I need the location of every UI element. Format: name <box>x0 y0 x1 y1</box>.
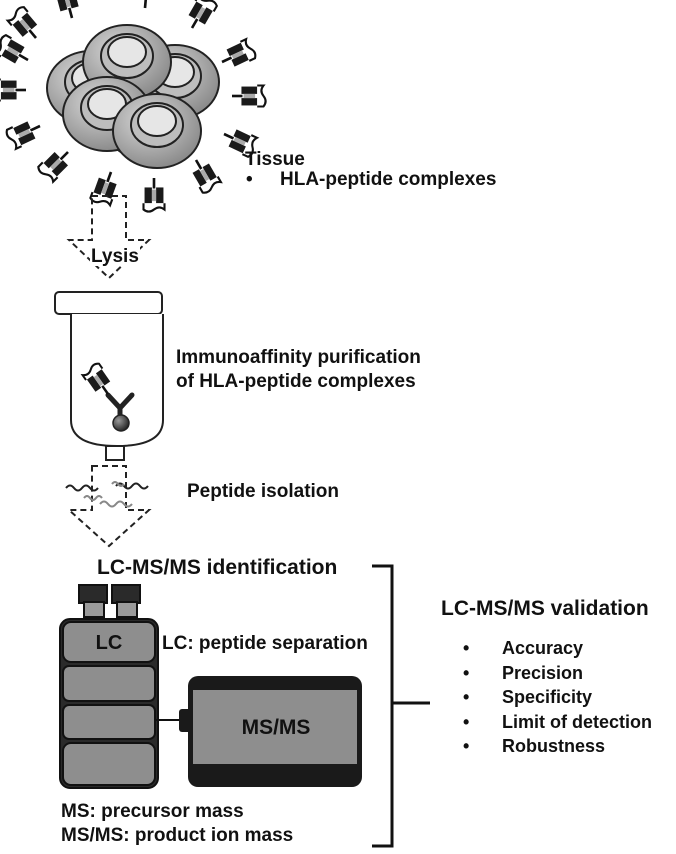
lc-separation-label: LC: peptide separation <box>162 633 368 654</box>
hla-complex-icon <box>143 0 148 9</box>
hla-complex-icon <box>56 0 79 19</box>
tissue-title: Tissue <box>245 149 305 170</box>
bullet: • <box>463 736 470 756</box>
tissue-bullet-label: HLA-peptide complexes <box>280 169 497 190</box>
hla-complex-icon <box>221 37 257 67</box>
validation-bracket <box>372 564 430 848</box>
msms-instrument <box>188 676 362 787</box>
msms-label: MS/MS <box>242 716 311 739</box>
bullet: • <box>246 169 253 190</box>
antibody-bead <box>105 392 135 432</box>
bullet: • <box>463 638 470 658</box>
hla-peptide-complex <box>80 362 111 395</box>
affinity-column <box>54 291 164 461</box>
hla-complex-icon <box>5 6 38 39</box>
validation-criterion-label: Precision <box>502 662 584 683</box>
purification-line1: Immunoaffinity purification <box>176 347 421 368</box>
hla-complex-icon <box>232 84 267 108</box>
hla-complex-icon <box>0 78 26 102</box>
validation-criterion: • Precision <box>463 661 652 686</box>
hla-complex-icon <box>0 33 29 64</box>
validation-criterion-label: Limit of detection <box>502 711 652 732</box>
lcms-identification-title: LC-MS/MS identification <box>97 556 338 579</box>
validation-criteria-list: • Accuracy • Precision • Specificity • Limit… <box>463 636 652 759</box>
ms-precursor-label: MS: precursor mass <box>61 801 244 822</box>
purification-line2: of HLA-peptide complexes <box>176 371 416 392</box>
hla-complex-icon <box>37 151 69 184</box>
peptide-isolation-arrow <box>66 465 152 548</box>
validation-criterion-label: Robustness <box>502 736 606 756</box>
hla-complex-icon <box>80 362 111 395</box>
hla-complex-icon <box>188 0 219 29</box>
validation-criterion: • Robustness <box>463 734 652 759</box>
peptide-squiggles <box>65 481 149 508</box>
validation-criterion: • Specificity <box>463 685 652 710</box>
lc-label: LC <box>96 632 123 654</box>
validation-title: LC-MS/MS validation <box>441 597 649 620</box>
msms-product-label: MS/MS: product ion mass <box>61 825 294 846</box>
validation-criterion: • Limit of detection <box>463 710 652 735</box>
hla-complex-icon <box>89 171 117 208</box>
validation-criterion: • Accuracy <box>463 636 652 661</box>
lc-instrument <box>59 584 159 789</box>
bullet: • <box>463 711 470 732</box>
validation-criterion-label: Specificity <box>502 687 593 707</box>
hla-complex-icon <box>5 121 41 151</box>
bullet: • <box>463 687 470 707</box>
lysis-label: Lysis <box>90 246 140 267</box>
hla-complex-icon <box>192 159 223 194</box>
hla-peptide-complexes <box>0 0 267 213</box>
lysis-arrow <box>66 195 152 280</box>
hla-complex-icon <box>142 178 166 213</box>
peptide-isolation-label: Peptide isolation <box>187 481 340 502</box>
hla-complex-icon <box>223 129 260 158</box>
validation-criterion-label: Accuracy <box>502 638 584 658</box>
tissue-bullet-item: • HLA-peptide complexes <box>246 170 496 189</box>
tissue-cells <box>46 24 220 169</box>
bullet: • <box>463 662 470 683</box>
